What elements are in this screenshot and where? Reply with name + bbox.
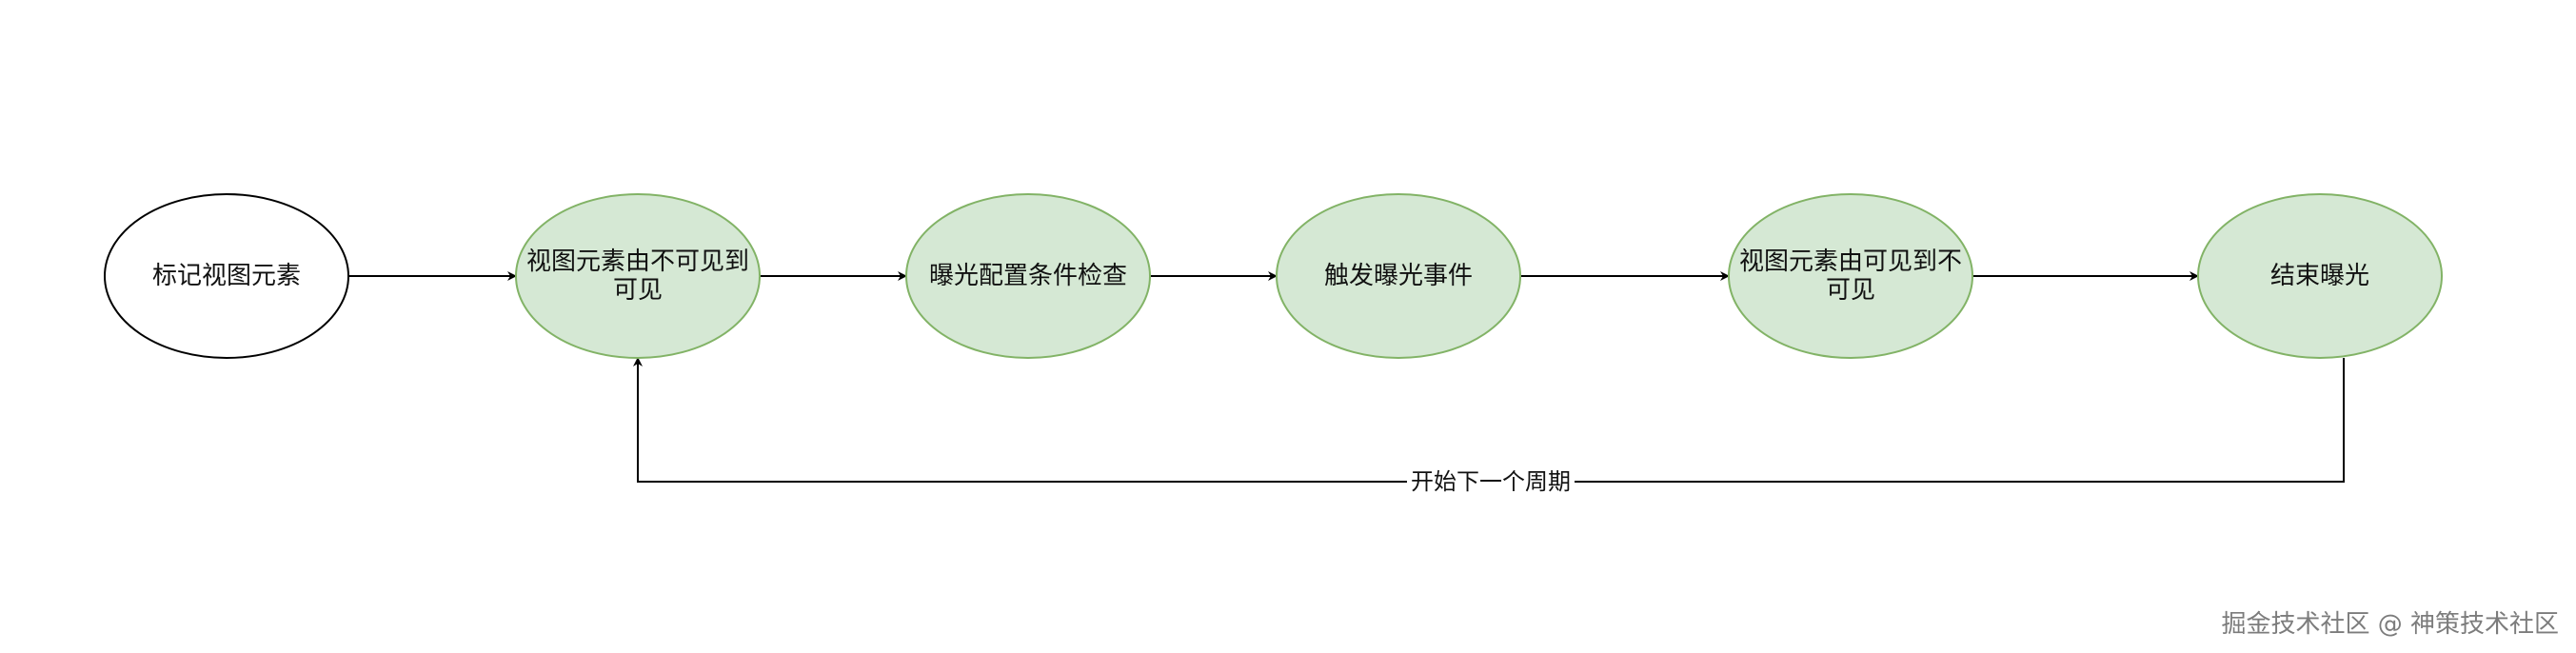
- node-shape: [515, 193, 761, 359]
- node-label: 曝光配置条件检查: [929, 262, 1127, 290]
- node-label: 视图元素由可见到不: [1739, 247, 1962, 276]
- node-label: 标记视图元素: [152, 262, 301, 290]
- edge-line: [633, 357, 2345, 483]
- edges-layer: 开始下一个周期: [348, 271, 2345, 497]
- edge-label: 开始下一个周期: [1411, 468, 1571, 495]
- node-shape: [104, 193, 349, 359]
- edge-label-background: [1407, 466, 1575, 497]
- edge-end-to-invisible-to-visible: 开始下一个周期: [633, 357, 2345, 497]
- node-end: 结束曝光: [2197, 193, 2443, 359]
- watermark: 掘金技术社区 @ 神策技术社区: [2221, 610, 2559, 639]
- node-check: 曝光配置条件检查: [905, 193, 1151, 359]
- node-trigger: 触发曝光事件: [1276, 193, 1521, 359]
- node-shape: [905, 193, 1151, 359]
- node-label: 可见: [613, 276, 663, 305]
- node-shape: [2197, 193, 2443, 359]
- node-shape: [1276, 193, 1521, 359]
- node-label: 触发曝光事件: [1324, 262, 1473, 290]
- node-mark: 标记视图元素: [104, 193, 349, 359]
- node-shape: [1728, 193, 1973, 359]
- node-label: 结束曝光: [2270, 262, 2369, 290]
- node-label: 视图元素由不可见到: [526, 247, 749, 276]
- node-label: 可见: [1826, 276, 1875, 305]
- nodes-layer: 标记视图元素视图元素由不可见到可见曝光配置条件检查触发曝光事件视图元素由可见到不…: [104, 193, 2443, 359]
